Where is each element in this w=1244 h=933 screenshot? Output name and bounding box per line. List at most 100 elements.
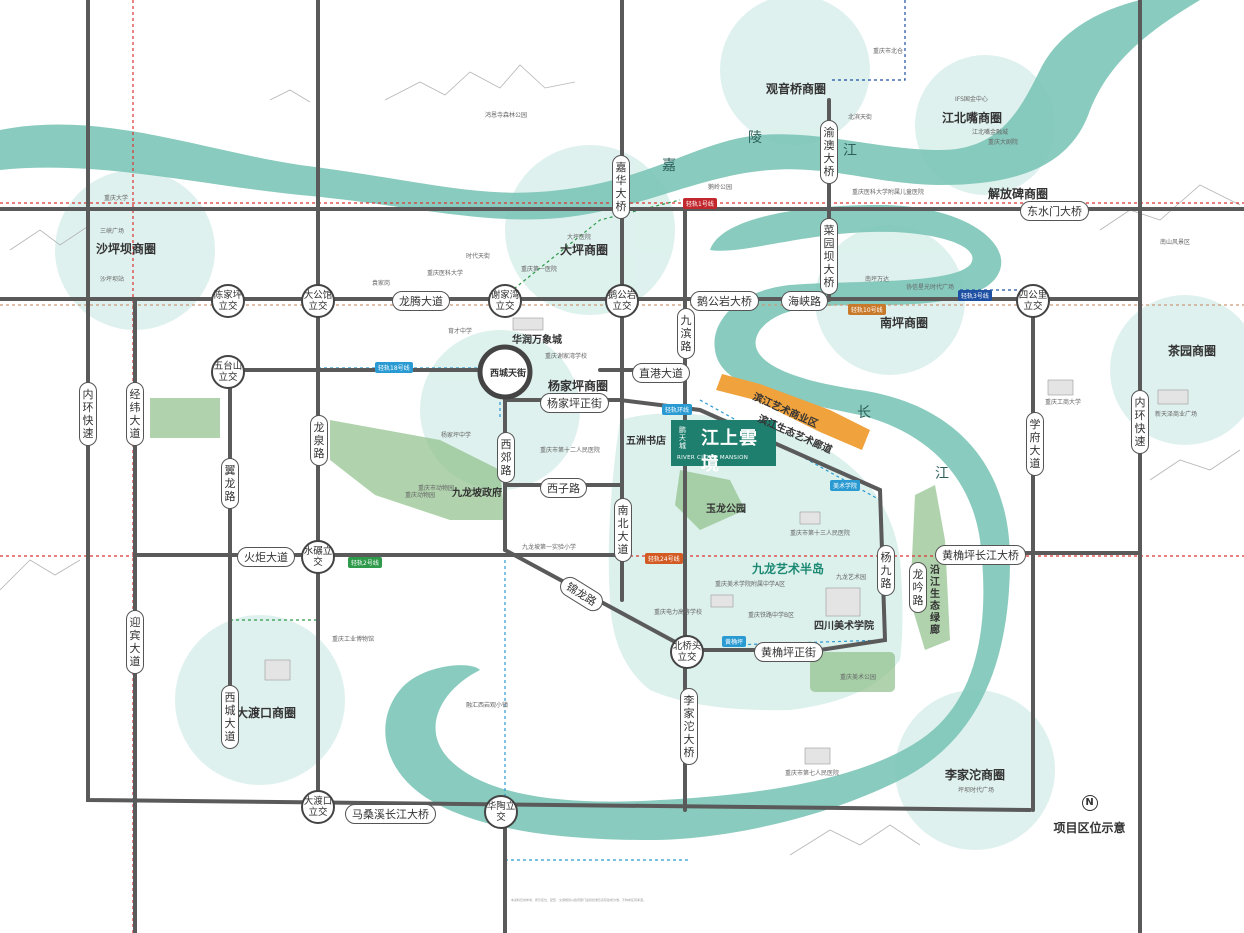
poi-item: 南山风景区 [1160,239,1191,246]
river-char-jiang2: 江 [935,466,949,482]
interchange-sigongli: 四公里立交 [1016,284,1050,318]
poi-item: 时代天街 [466,253,491,260]
metro-badge-meishu: 美术学院 [830,480,861,491]
road-masangxi-bridge: 马桑溪长江大桥 [345,804,436,824]
disclaimer: 本资料仅供参考，所示区位、配套、交通规划以政府部门最终批准及实际建成为准，不构成… [511,898,647,902]
logo-english: RIVER CLOUD MANSION [677,455,749,461]
logo-prefix: 鹏天城 [679,426,686,450]
road-longteng: 龙腾大道 [392,291,450,311]
road-yangjiaping-zhengjie: 杨家坪正街 [540,393,609,413]
poi-item: 协信星光时代广场 [906,284,955,291]
place-yanjiang-green: 沿江生态绿廊 [930,565,940,636]
interchange-huatao: 华陶立交 [484,795,518,829]
poi-item: 重庆市第七人民医院 [785,770,840,777]
district-dadukou: 大渡口商圈 [236,706,297,720]
road-xizi: 西子路 [540,478,587,498]
poi-item: 重庆铁路中学B区 [748,612,795,619]
road-yangjiu: 杨九路 [877,545,895,596]
district-chayuan: 茶园商圈 [1168,344,1217,358]
road-xijiao: 西郊路 [497,432,515,483]
district-jiulong: 九龙艺术半岛 [752,562,825,576]
place-wuzhou: 五洲书店 [626,436,666,447]
poi-item: 重庆谢家湾学校 [545,353,588,360]
poi-item: 北滨天街 [848,114,873,121]
poi-item: 坪坝时代广场 [958,787,995,794]
poi-item: 重庆市动物园 [418,485,455,492]
road-neihuan-east: 内环快速 [1131,390,1149,454]
poi-item: 重庆市第十三人民医院 [790,530,851,537]
poi-item: 重庆工商大学 [1045,399,1082,406]
road-yilong: 翼龙路 [221,458,239,509]
poi-item: 鹅岭公园 [708,184,733,191]
road-xicheng: 西城大道 [221,685,239,749]
interchange-chenjiaping: 陈家坪立交 [211,284,245,318]
poi-item: 重庆市第十二人民医院 [540,447,601,454]
metro-badge-line18: 轻轨18号线 [375,362,413,373]
interchange-xiejiawan: 谢家湾立交 [488,284,522,318]
road-lijiatuo-bridge: 李家沱大桥 [680,688,698,765]
poi-item: 重庆第一医院 [521,266,558,273]
legend: N 项目区位示意 [1047,795,1132,836]
interchange-egongyan: 鹅公岩立交 [605,284,639,318]
poi-item: 重庆美术公园 [840,674,877,681]
district-jiangbeizui: 江北嘴商圈 [942,111,1003,125]
metro-badge-loop: 轻轨环线 [662,404,693,415]
road-longquan: 龙泉路 [310,415,328,466]
interchange-beiqiaotou: 北桥头立交 [670,635,704,669]
mountain-sketches [0,64,1241,856]
metro-badge-line3: 轻轨3号线 [958,290,992,301]
road-huoju: 火炬大道 [237,547,295,567]
road-longling: 龙吟路 [909,562,927,613]
poi-item: 融汇西岩观小镇 [466,702,509,709]
poi-item: 重庆工业博物馆 [332,636,375,643]
poi-item: 九龙坡第一实验小学 [522,544,577,551]
poi-item: 江北嘴金融城 [972,129,1009,136]
poi-item: 重庆电力高等学校 [654,609,703,616]
road-dongshuimen: 东水门大桥 [1020,201,1089,221]
place-huarun: 华润万象城 [512,335,562,346]
district-lijiatuo: 李家沱商圈 [945,768,1006,782]
road-huangjueping-bridge: 黄桷坪长江大桥 [935,545,1026,565]
poi-item: 杨家坪中学 [441,432,472,439]
road-egongyan-bridge: 鹅公岩大桥 [690,291,759,311]
poi-item: 育才中学 [448,328,473,335]
poi-item: IFS国金中心 [955,96,988,103]
road-nanbei: 南北大道 [614,498,632,562]
interchange-shuilian: 水碾立交 [301,540,335,574]
north-arrow-icon: N [1081,795,1098,811]
project-logo: 鹏天城 江上雲境 RIVER CLOUD MANSION [671,420,776,475]
poi-item: 鸿恩寺森林公园 [485,112,528,119]
poi-item: 大坪医院 [567,234,592,241]
legend-title: 项目区位示意 [1053,821,1126,835]
poi-item: 沙坪坝站 [100,276,125,283]
metro-badge-line10: 轻轨10号线 [848,304,886,315]
place-xicheng-tianjie: 西城天街 [490,369,527,379]
poi-item: 重庆医科大学附属儿童医院 [852,189,925,196]
metro-badge-line1: 轻轨1号线 [683,198,717,209]
district-nanping: 南坪商圈 [880,316,929,330]
road-jingwei: 经纬大道 [126,382,144,446]
place-sichuan-art: 四川美术学院 [814,621,874,632]
river-char-chang: 长 [857,405,871,421]
place-jiulongpo-gov: 九龙坡政府 [452,488,502,499]
river-char-ling: 陵 [748,130,762,146]
road-haixia: 海峡路 [781,291,828,311]
road-yuao-bridge: 渝澳大桥 [820,120,838,184]
metro-badge-line2: 轻轨2号线 [348,557,382,568]
poi-item: 重庆美术学院附属中学A区 [715,581,786,588]
road-jiahua-bridge: 嘉华大桥 [612,155,630,219]
road-xuefu: 学府大道 [1026,412,1044,476]
district-yangjiaping: 杨家坪商圈 [548,379,609,393]
road-huangjueping-zhengjie: 黄桷坪正街 [754,642,823,662]
poi-item: 重庆医科大学 [427,270,464,277]
road-neihuan-west: 内环快速 [79,382,97,446]
interchange-dadukou: 大渡口立交 [301,790,335,824]
road-yingbin: 迎宾大道 [126,610,144,674]
building-icons [264,317,1189,765]
district-daping: 大坪商圈 [560,243,609,257]
road-caiyuanba-bridge: 菜园坝大桥 [820,218,838,295]
poi-item: 重庆市北仓 [873,48,904,55]
interchange-dagongguan: 大公馆立交 [301,284,335,318]
road-zhigang: 直港大道 [632,363,690,383]
